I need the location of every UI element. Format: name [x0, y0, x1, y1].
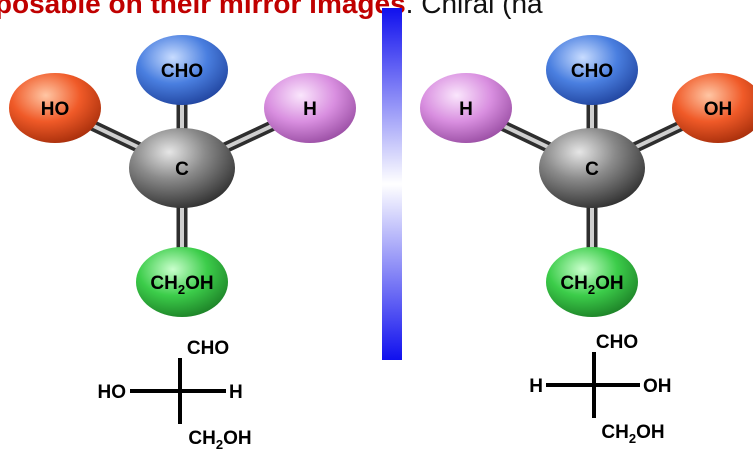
left-atom-bottom-label: CH2OH	[150, 273, 213, 297]
right-fischer-top: CHO	[596, 332, 638, 353]
left-fischer-projection: CHO HO H CH2OH	[98, 338, 252, 449]
right-fischer-bottom: CH2OH	[601, 422, 664, 446]
left-atom-left-label: HO	[41, 99, 70, 120]
right-atom-top-label: CHO	[571, 61, 613, 82]
mirror-plane	[382, 8, 402, 360]
left-atom-left: HO	[9, 73, 101, 143]
right-fischer-projection: CHO H OH CH2OH	[529, 332, 671, 446]
left-atom-center: C	[129, 128, 235, 208]
left-fischer-right: H	[229, 382, 243, 403]
right-atom-left-label: H	[459, 99, 473, 120]
left-atom-top-label: CHO	[161, 61, 203, 82]
right-atom-center-label: C	[585, 159, 599, 180]
left-atom-bottom: CH2OH	[136, 247, 228, 317]
right-atom-bottom-label: CH2OH	[560, 273, 623, 297]
right-atom-right-label: OH	[704, 99, 733, 120]
left-atom-top: CHO	[136, 35, 228, 105]
right-fischer-right: OH	[643, 376, 672, 397]
right-atom-left: H	[420, 73, 512, 143]
right-atom-bottom: CH2OH	[546, 247, 638, 317]
left-fischer-left: HO	[98, 382, 127, 403]
left-fischer-bottom: CH2OH	[188, 428, 251, 449]
right-atom-center: C	[539, 128, 645, 208]
headline-trailing: . Chiral (ha	[405, 0, 543, 19]
left-atom-center-label: C	[175, 159, 189, 180]
right-fischer-left: H	[529, 376, 543, 397]
right-molecule-model: CHO H OH CH2OH C	[420, 35, 753, 317]
left-atom-right: H	[264, 73, 356, 143]
left-fischer-top: CHO	[187, 338, 229, 359]
right-atom-top: CHO	[546, 35, 638, 105]
headline: mposable on their mirror images. Chiral …	[0, 0, 753, 21]
headline-highlight: mposable on their mirror images	[0, 0, 406, 19]
left-atom-right-label: H	[303, 99, 317, 120]
left-molecule-model: CHO HO H CH2OH C	[9, 35, 356, 317]
right-atom-right: OH	[672, 73, 753, 143]
